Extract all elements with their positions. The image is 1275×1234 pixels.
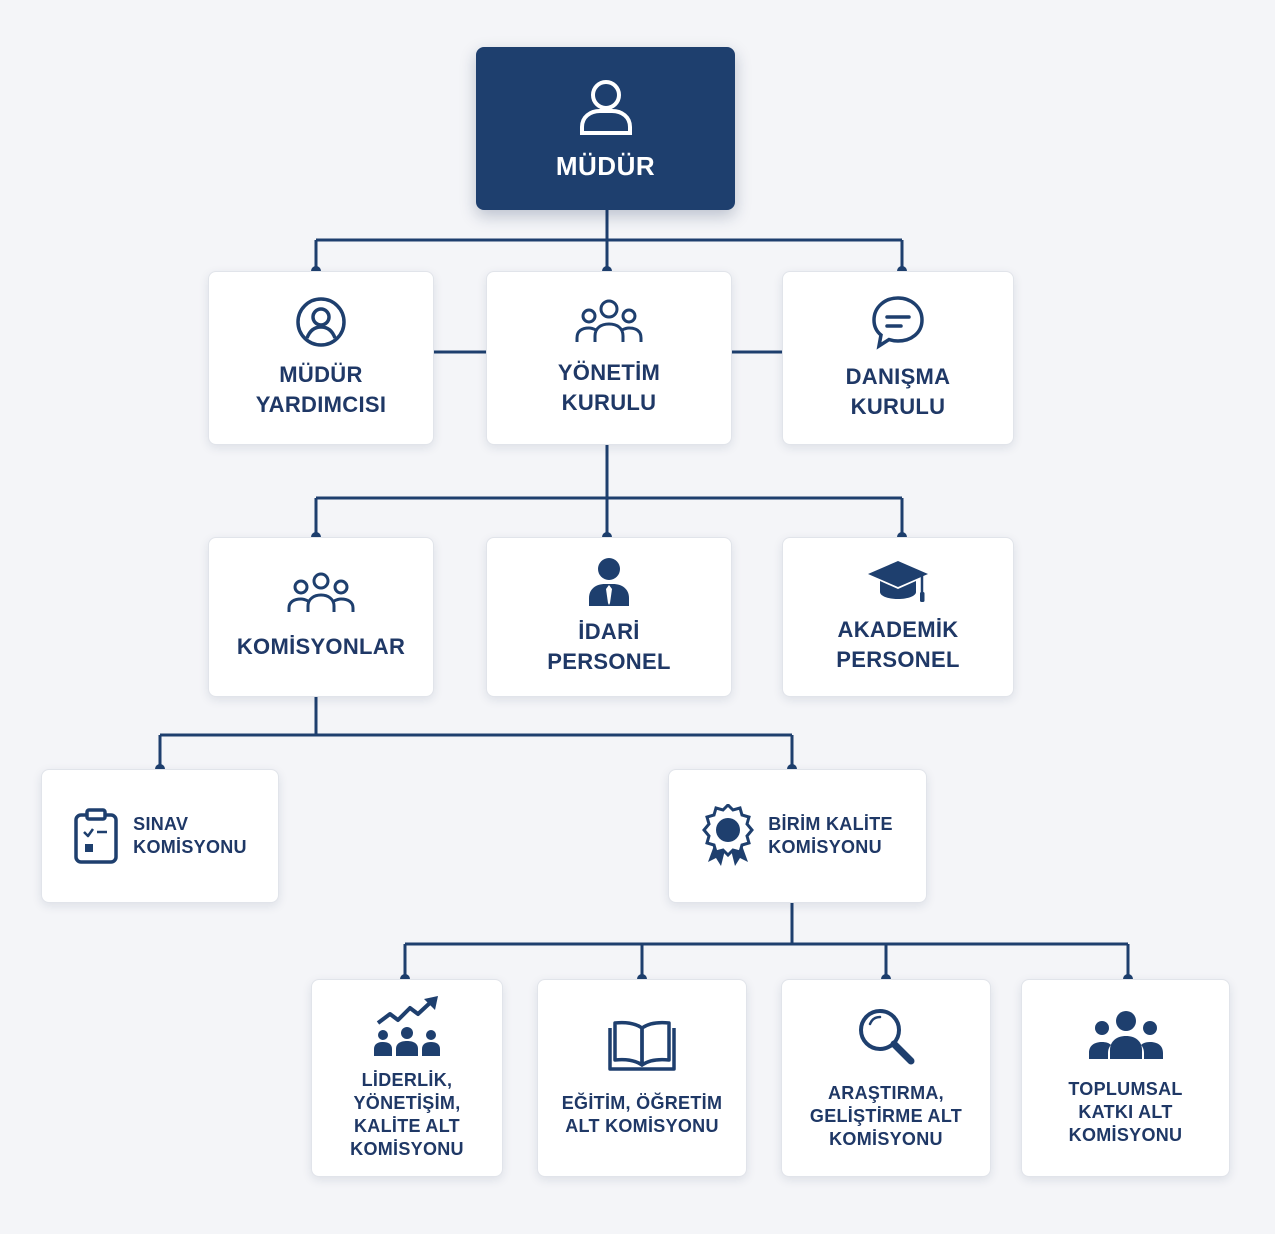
node-label: BİRİM KALİTE KOMİSYONU <box>768 814 893 857</box>
node-akademik-personel: AKADEMİK PERSONEL <box>782 537 1014 697</box>
connector-kalite-to-level5 <box>403 903 1130 979</box>
growth-team-icon <box>372 995 442 1057</box>
node-label: İDARİ PERSONEL <box>547 619 671 674</box>
user-outline-icon <box>578 77 634 137</box>
node-danisma-kurulu: DANIŞMA KURULU <box>782 271 1014 445</box>
node-egitim-alt-komisyonu: EĞİTİM, ÖĞRETİM ALT KOMİSYONU <box>537 979 747 1177</box>
node-label: KOMİSYONLAR <box>236 634 406 659</box>
node-yonetim-kurulu: YÖNETİM KURULU <box>486 271 732 445</box>
connector-komisyonlar-to-level4 <box>158 697 794 769</box>
node-label: DANIŞMA KURULU <box>845 364 951 419</box>
node-label: ARAŞTIRMA, GELİŞTİRME ALT KOMİSYONU <box>809 1082 963 1149</box>
chat-bubble-icon <box>870 294 926 350</box>
node-label: MÜDÜR <box>555 150 656 181</box>
team-icon <box>1087 1010 1165 1060</box>
connector-yonetim-to-level3 <box>314 445 904 537</box>
node-liderlik-alt-komisyonu: LİDERLİK, YÖNETİŞİM, KALİTE ALT KOMİSYON… <box>311 979 503 1177</box>
group-outline-icon <box>287 572 355 614</box>
node-label: LİDERLİK, YÖNETİŞİM, KALİTE ALT KOMİSYON… <box>350 1070 464 1159</box>
award-badge-icon <box>702 804 755 868</box>
person-tie-icon <box>587 557 631 607</box>
node-mudur: MÜDÜR <box>476 47 735 210</box>
open-book-icon <box>607 1018 677 1072</box>
group-outline-icon <box>575 298 643 346</box>
node-komisyonlar: KOMİSYONLAR <box>208 537 434 697</box>
node-arastirma-alt-komisyonu: ARAŞTIRMA, GELİŞTİRME ALT KOMİSYONU <box>781 979 991 1177</box>
node-label: YÖNETİM KURULU <box>557 360 661 415</box>
node-label: AKADEMİK PERSONEL <box>836 617 960 672</box>
node-birim-kalite-komisyonu: BİRİM KALİTE KOMİSYONU <box>668 769 927 903</box>
node-label: MÜDÜR YARDIMCISI <box>255 362 387 417</box>
node-label: EĞİTİM, ÖĞRETİM ALT KOMİSYONU <box>561 1093 723 1136</box>
node-mudur-yardimcisi: MÜDÜR YARDIMCISI <box>208 271 434 445</box>
clipboard-icon <box>73 807 119 865</box>
user-circle-icon <box>295 296 347 348</box>
node-idari-personel: İDARİ PERSONEL <box>486 537 732 697</box>
graduation-cap-icon <box>866 559 930 605</box>
node-label: TOPLUMSAL KATKI ALT KOMİSYONU <box>1068 1078 1183 1145</box>
node-toplumsal-alt-komisyonu: TOPLUMSAL KATKI ALT KOMİSYONU <box>1021 979 1230 1177</box>
node-sinav-komisyonu: SINAV KOMİSYONU <box>41 769 279 903</box>
node-label: SINAV KOMİSYONU <box>133 814 247 857</box>
connector-mudur-to-level2 <box>314 210 904 271</box>
magnifier-icon <box>856 1006 916 1066</box>
